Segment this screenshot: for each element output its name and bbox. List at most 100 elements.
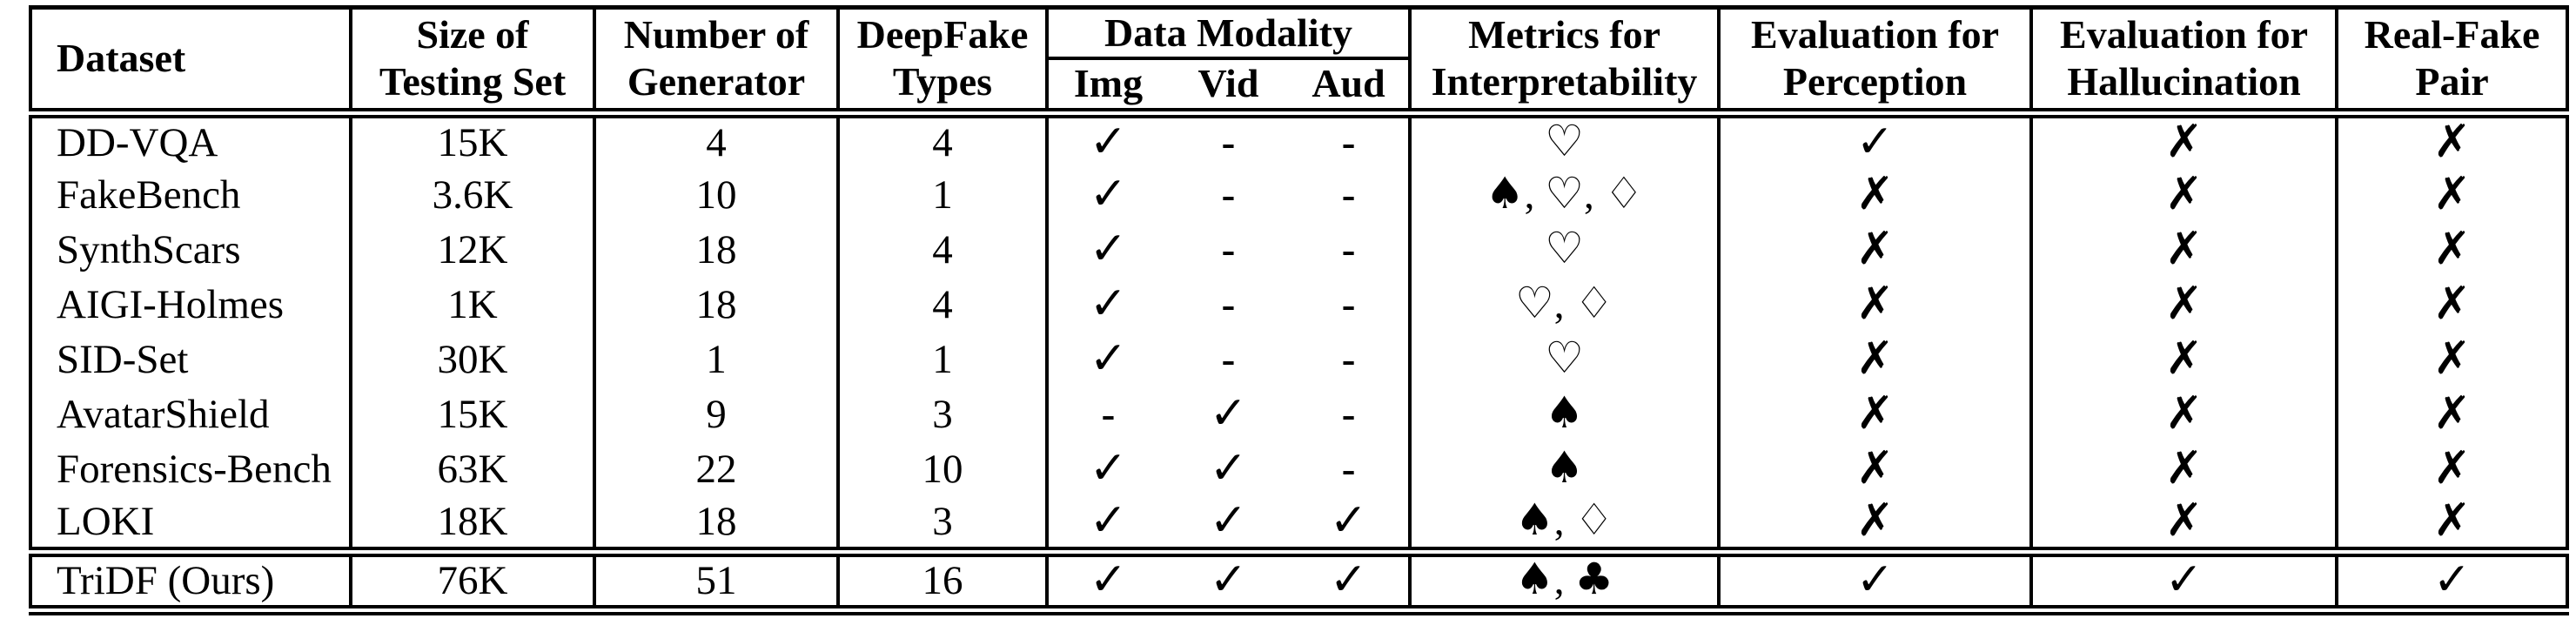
cell-modality-vid: - <box>1168 333 1289 387</box>
cell-types: 10 <box>836 441 1047 497</box>
cell-modality-aud: - <box>1289 333 1410 387</box>
cross-icon: ✗ <box>2164 441 2204 494</box>
cross-icon: ✗ <box>2164 387 2204 440</box>
dash-icon: - <box>1341 337 1356 383</box>
cell-metrics: ♠ <box>1408 387 1720 442</box>
dataset-comparison-figure: Dataset Size of Testing Set Number of Ge… <box>29 5 2570 615</box>
header-row-top: Dataset Size of Testing Set Number of Ge… <box>30 7 2568 118</box>
check-icon: ✓ <box>1089 222 1128 275</box>
cell-modality-aud: - <box>1289 113 1410 168</box>
cell-metrics: ♠ <box>1408 441 1720 497</box>
cell-modality-aud: - <box>1289 223 1410 278</box>
cell-modality-img: ✓ <box>1045 441 1168 497</box>
cell-types: 1 <box>836 332 1047 387</box>
cell-metrics: ♡ <box>1408 112 1720 168</box>
cell-perception: ✗ <box>1717 332 2032 387</box>
cell-types: 4 <box>836 222 1047 278</box>
cell-generators: 18 <box>593 277 838 333</box>
cell-size: 30K <box>349 332 594 387</box>
cell-hallucination: ✗ <box>2029 494 2338 552</box>
cross-icon: ✗ <box>2164 332 2204 385</box>
spade-icon: ♠ <box>1514 554 1554 605</box>
cell-perception: ✗ <box>1717 387 2032 442</box>
cell-perception: ✗ <box>1717 496 2032 552</box>
cell-generators: 18 <box>593 222 838 278</box>
dash-icon: - <box>1221 337 1236 383</box>
cross-icon: ✗ <box>2164 222 2204 275</box>
col-header-types: DeepFake Types <box>836 7 1047 118</box>
spade-icon: ♠ <box>1514 494 1554 546</box>
check-icon: ✓ <box>1209 553 1248 606</box>
dash-icon: - <box>1341 120 1356 166</box>
cell-types: 4 <box>836 112 1047 168</box>
cell-metrics: ♠, ♢ <box>1408 494 1720 552</box>
check-icon: ✓ <box>1089 441 1128 494</box>
comparison-table: Dataset Size of Testing Set Number of Ge… <box>29 5 2570 615</box>
cell-dataset: FakeBench <box>57 172 241 219</box>
cell-pair: ✗ <box>2335 112 2568 168</box>
col-header-generators: Number of Generator <box>593 7 838 118</box>
cell-modality-img: ✓ <box>1045 277 1168 333</box>
cell-modality-aud: ✓ <box>1289 497 1410 552</box>
dash-icon: - <box>1341 392 1356 438</box>
col-header-hallucination: Evaluation for Hallucination <box>2029 7 2338 118</box>
col-header-dataset: Dataset <box>30 7 351 118</box>
cell-perception: ✗ <box>1717 441 2032 497</box>
cell-generators: 1 <box>593 332 838 387</box>
cell-generators: 51 <box>593 546 838 610</box>
cell-modality-img: - <box>1045 387 1168 442</box>
heart-icon: ♡ <box>1545 116 1584 167</box>
cell-size: 15K <box>349 112 594 168</box>
cell-generators: 9 <box>593 387 838 442</box>
cross-icon: ✗ <box>2432 277 2472 330</box>
cell-metrics: ♠, ♣ <box>1408 546 1720 610</box>
cell-modality-vid: - <box>1168 223 1289 278</box>
cell-generators: 18 <box>593 496 838 552</box>
cell-modality-vid: - <box>1168 168 1289 223</box>
cell-modality-vid: - <box>1168 113 1289 168</box>
cell-modality-img: ✓ <box>1045 546 1168 610</box>
cell-hallucination: ✗ <box>2029 387 2338 442</box>
club-icon: ♣ <box>1574 554 1614 605</box>
cross-icon: ✗ <box>2164 277 2204 330</box>
cell-modality-img: ✓ <box>1045 222 1168 278</box>
cell-dataset: AIGI-Holmes <box>57 282 285 328</box>
diamond-icon: ♢ <box>1604 168 1644 219</box>
cross-icon: ✗ <box>2432 222 2472 275</box>
cross-icon: ✗ <box>1855 441 1895 494</box>
cell-pair: ✗ <box>2335 496 2568 552</box>
cross-icon: ✗ <box>2164 494 2204 547</box>
diamond-icon: ♢ <box>1574 494 1614 546</box>
cell-modality-img: ✓ <box>1045 496 1168 552</box>
dash-icon: - <box>1341 447 1356 493</box>
cell-modality-aud: - <box>1289 168 1410 223</box>
dash-icon: - <box>1221 227 1236 273</box>
dash-icon: - <box>1341 172 1356 219</box>
cell-size: 12K <box>349 222 594 278</box>
col-header-metrics: Metrics for Interpretability <box>1408 7 1720 118</box>
cell-metrics: ♡ <box>1408 222 1720 278</box>
cell-pair: ✗ <box>2335 332 2568 387</box>
table-header: Dataset Size of Testing Set Number of Ge… <box>30 7 2568 118</box>
check-icon: ✓ <box>1089 553 1128 606</box>
cell-size: 76K <box>349 546 594 610</box>
cell-metrics: ♡, ♢ <box>1408 277 1720 333</box>
col-header-aud: Aud <box>1289 58 1411 118</box>
cell-pair: ✗ <box>2335 277 2568 333</box>
cell-modality-vid: - <box>1168 278 1289 333</box>
col-header-perception: Evaluation for Perception <box>1717 7 2032 118</box>
check-icon: ✓ <box>1209 441 1248 494</box>
cell-size: 15K <box>349 387 594 442</box>
check-icon: ✓ <box>1209 387 1248 440</box>
check-icon: ✓ <box>1329 553 1368 606</box>
cell-types: 3 <box>836 496 1047 552</box>
cell-types: 1 <box>836 167 1047 223</box>
cell-pair: ✗ <box>2335 387 2568 442</box>
